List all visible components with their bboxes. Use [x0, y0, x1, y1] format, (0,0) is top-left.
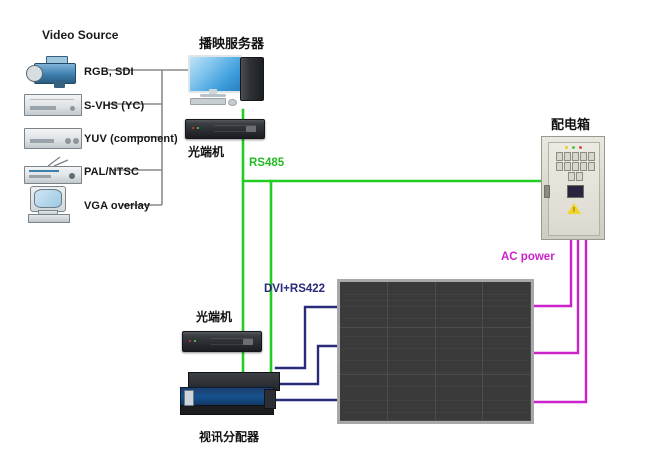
link-label-rs485: RS485	[249, 157, 285, 169]
led-display-wall-icon	[337, 279, 534, 424]
source-label-rgb-sdi: RGB, SDI	[84, 66, 134, 78]
source-label-yuv: YUV (component)	[84, 133, 178, 145]
optical-top-label: 光端机	[188, 145, 225, 159]
ac-power-wires	[532, 236, 588, 404]
server-label: 播映服务器	[199, 37, 265, 52]
distributor-label: 视讯分配器	[199, 430, 260, 444]
source-label-pal-ntsc: PAL/NTSC	[84, 166, 139, 178]
rack-device-icon-top	[185, 119, 265, 139]
vcr-deck-icon	[24, 94, 82, 116]
desktop-computer-icon	[188, 55, 266, 107]
power-cabinet-label: 配电箱	[551, 118, 591, 133]
video-camera-icon	[24, 56, 76, 88]
link-label-dvi-rs422: DVI+RS422	[264, 283, 326, 295]
rs485-wires	[241, 108, 543, 377]
link-label-ac-power: AC power	[501, 251, 555, 263]
video-distributor-icon	[180, 372, 280, 420]
source-label-s-vhs: S-VHS (YC)	[84, 100, 145, 112]
tuner-receiver-icon	[24, 156, 84, 184]
optical-bottom-label: 光端机	[196, 310, 233, 324]
video-source-group-title: Video Source	[42, 28, 119, 42]
yuv-player-icon	[24, 128, 82, 149]
crt-computer-icon	[26, 186, 74, 223]
rack-device-icon-bottom	[182, 331, 262, 352]
power-cabinet-icon: !	[541, 136, 605, 240]
source-label-vga: VGA overlay	[84, 200, 151, 212]
source-bus-lines	[108, 69, 192, 206]
dvi-rs422-wires	[274, 305, 339, 402]
